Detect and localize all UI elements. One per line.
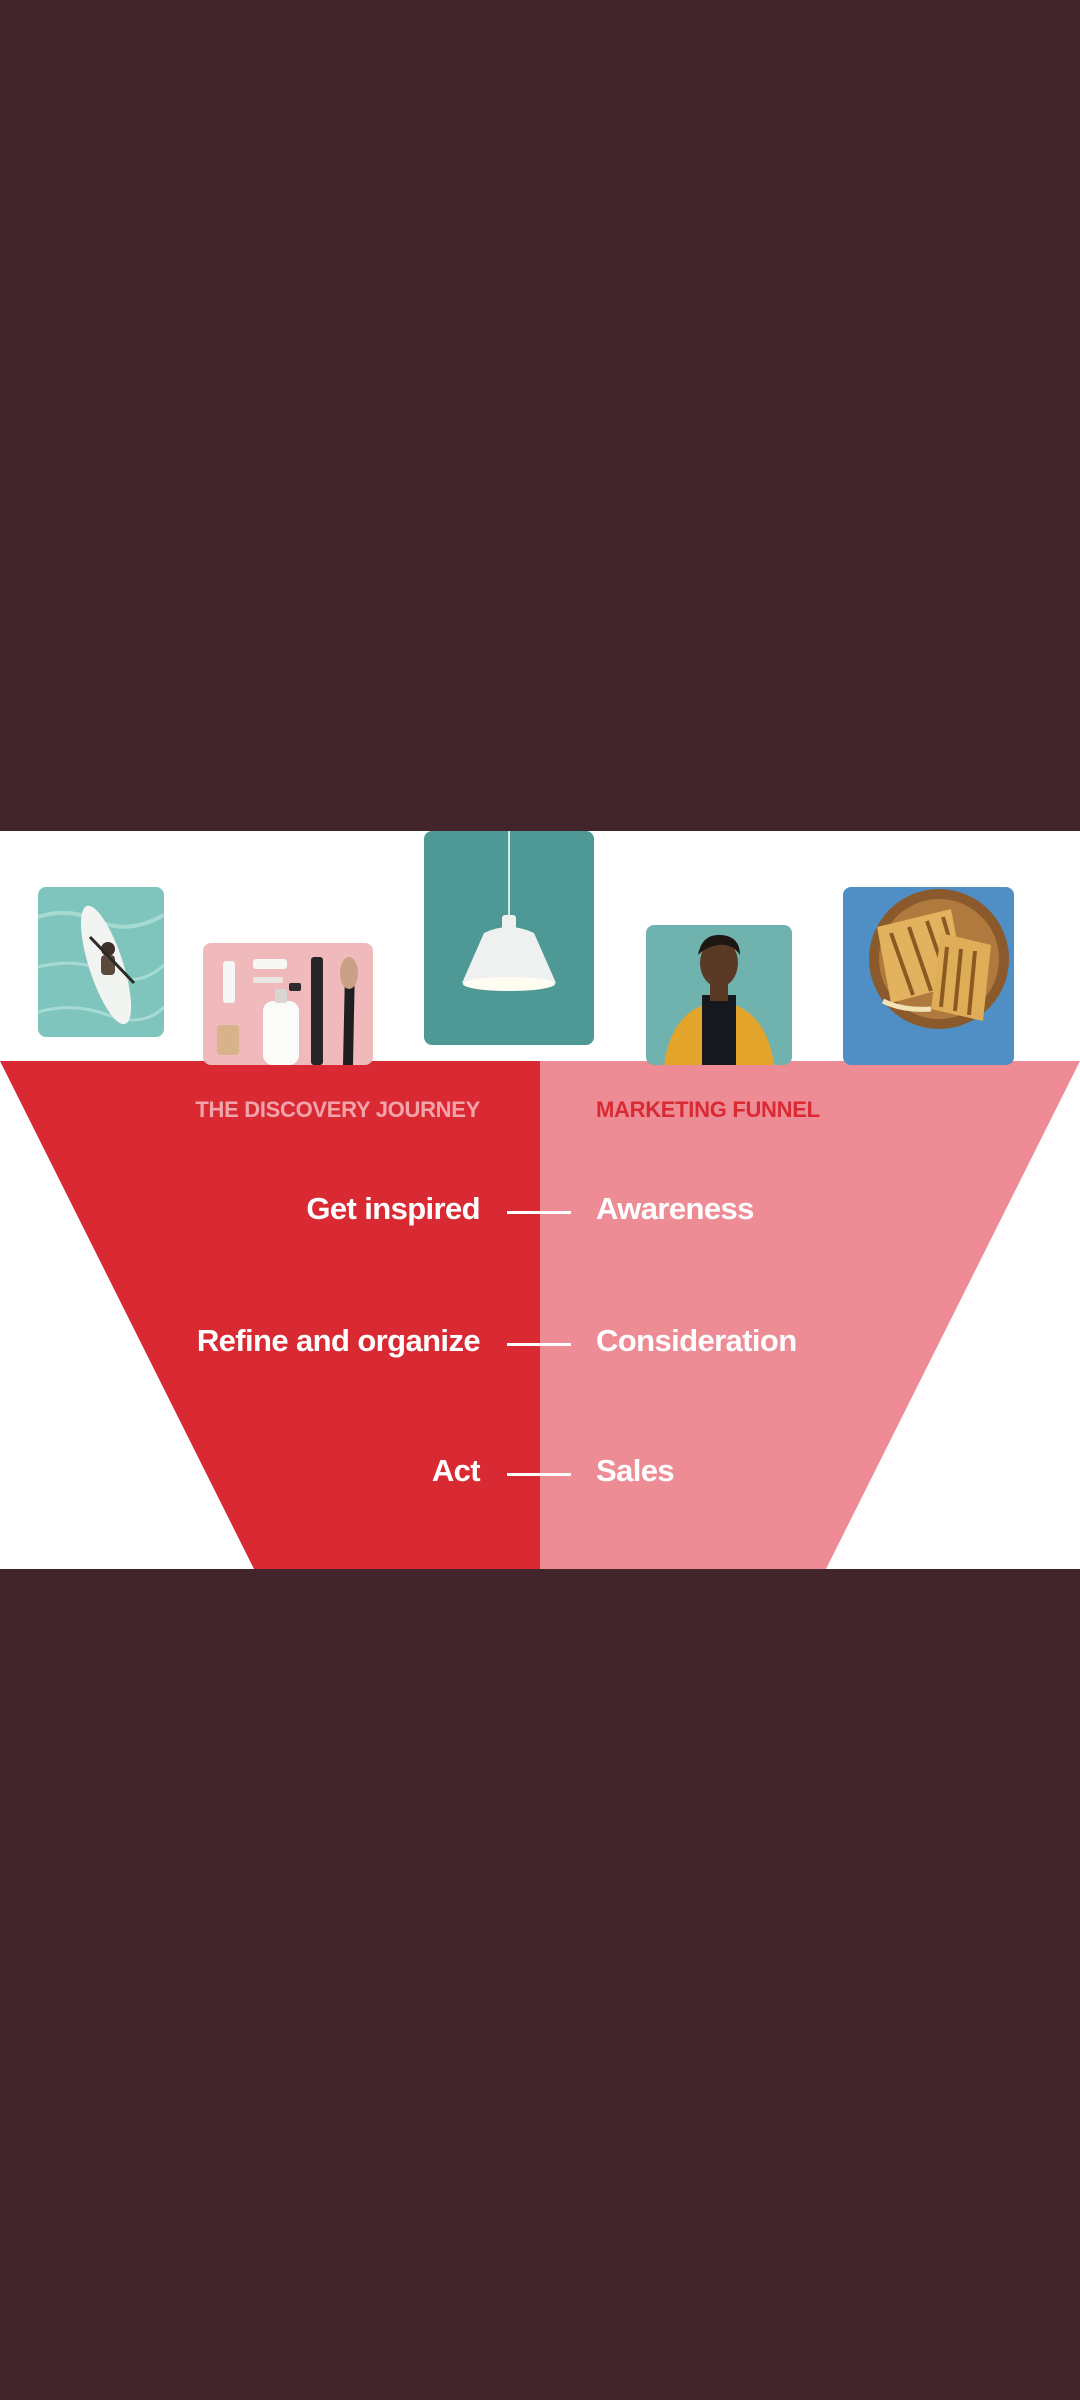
journey-stage-label: Act <box>431 1453 481 1488</box>
paddleboard-photo <box>38 887 164 1037</box>
funnel-right-half <box>540 1061 1080 1569</box>
portrait-photo <box>646 925 792 1065</box>
pendant-lamp-photo <box>424 831 594 1045</box>
sandwich-photo <box>843 887 1014 1065</box>
stage-connector-line <box>507 1211 571 1214</box>
marketing-funnel-heading: MARKETING FUNNEL <box>596 1097 820 1122</box>
funnel-stage-label: Awareness <box>596 1191 754 1226</box>
backdrop-top <box>0 0 1080 831</box>
journey-stage-label: Get inspired <box>306 1191 480 1226</box>
discovery-funnel-graphic: THE DISCOVERY JOURNEY MARKETING FUNNEL G… <box>0 831 1080 1569</box>
journey-stage-label: Refine and organize <box>196 1323 481 1358</box>
funnel-shape <box>0 1061 1080 1569</box>
funnel-stage-label: Consideration <box>596 1323 797 1358</box>
funnel-stage-label: Sales <box>596 1453 675 1488</box>
backdrop-bottom <box>0 1569 1080 2400</box>
beauty-products-photo <box>203 943 373 1065</box>
funnel-left-half <box>0 1061 540 1569</box>
stage-connector-line <box>507 1473 571 1476</box>
discovery-journey-heading: THE DISCOVERY JOURNEY <box>195 1097 480 1122</box>
stage-connector-line <box>507 1343 571 1346</box>
